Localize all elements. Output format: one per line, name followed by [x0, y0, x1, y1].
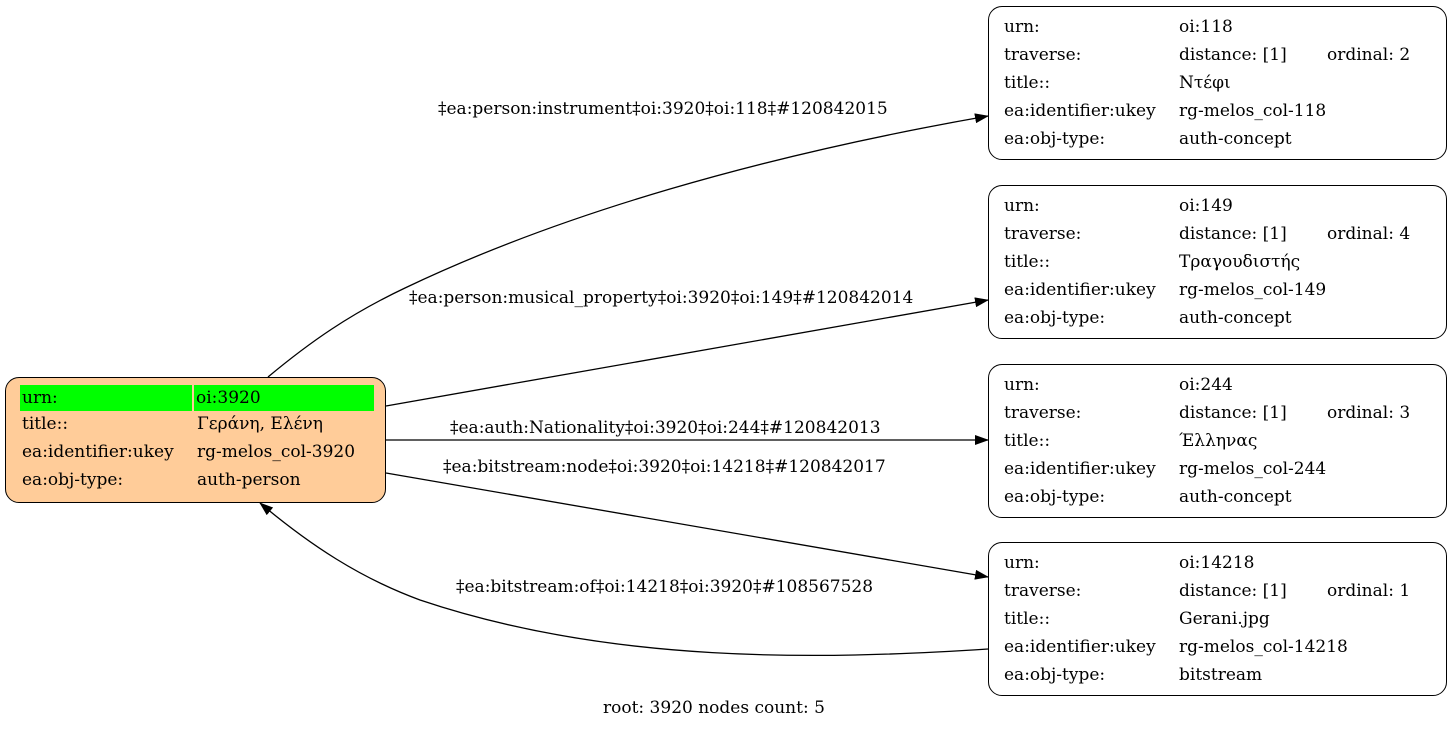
- urn-value: oi:118: [1179, 17, 1233, 37]
- traverse-key: traverse:: [1004, 45, 1082, 65]
- title-key: title::: [1004, 609, 1051, 629]
- root-ukey-value: rg-melos_col-3920: [197, 442, 356, 462]
- title-value: Έλληνας: [1179, 431, 1258, 451]
- urn-key: urn:: [1004, 375, 1040, 395]
- urn-key: urn:: [1004, 553, 1040, 573]
- traverse-distance: distance: [1]: [1179, 45, 1287, 65]
- urn-key: urn:: [1004, 17, 1040, 37]
- node-oi-14218[interactable]: urn: oi:14218 traverse: distance: [1] or…: [988, 542, 1447, 696]
- graph-footer: root: 3920 nodes count: 5: [603, 698, 825, 718]
- root-title-key: title::: [22, 414, 69, 434]
- urn-value: oi:244: [1179, 375, 1233, 395]
- edge-bitstream-of: [259, 502, 989, 657]
- root-objtype-key: ea:obj-type:: [22, 470, 124, 490]
- traverse-distance: distance: [1]: [1179, 403, 1287, 423]
- objtype-value: auth-concept: [1179, 129, 1292, 149]
- root-objtype-value: auth-person: [197, 470, 301, 490]
- root-node[interactable]: urn: oi:3920 title:: Γεράνη, Ελένη ea:id…: [5, 377, 386, 503]
- title-key: title::: [1004, 73, 1051, 93]
- urn-value: oi:149: [1179, 196, 1233, 216]
- edge-instrument: [267, 113, 989, 378]
- ukey-value: rg-melos_col-118: [1179, 101, 1327, 121]
- traverse-ordinal: ordinal: 3: [1327, 403, 1411, 423]
- root-title-value: Γεράνη, Ελένη: [197, 414, 323, 434]
- node-oi-118[interactable]: urn: oi:118 traverse: distance: [1] ordi…: [988, 6, 1447, 160]
- title-value: Ντέφι: [1179, 73, 1231, 93]
- urn-value: oi:14218: [1179, 553, 1255, 573]
- ukey-key: ea:identifier:ukey: [1004, 459, 1156, 479]
- ukey-key: ea:identifier:ukey: [1004, 280, 1156, 300]
- objtype-key: ea:obj-type:: [1004, 665, 1106, 685]
- title-key: title::: [1004, 252, 1051, 272]
- traverse-key: traverse:: [1004, 403, 1082, 423]
- title-value: Gerani.jpg: [1179, 609, 1270, 629]
- objtype-key: ea:obj-type:: [1004, 308, 1106, 328]
- objtype-key: ea:obj-type:: [1004, 487, 1106, 507]
- edge-label-bitstream-node: ‡ea:bitstream:node‡oi:3920‡oi:14218‡#120…: [443, 457, 886, 477]
- node-oi-244[interactable]: urn: oi:244 traverse: distance: [1] ordi…: [988, 364, 1447, 518]
- traverse-ordinal: ordinal: 1: [1327, 581, 1411, 601]
- root-urn-value: oi:3920: [194, 385, 374, 411]
- title-value: Τραγουδιστής: [1179, 252, 1301, 272]
- node-oi-149[interactable]: urn: oi:149 traverse: distance: [1] ordi…: [988, 185, 1447, 339]
- ukey-value: rg-melos_col-14218: [1179, 637, 1348, 657]
- traverse-distance: distance: [1]: [1179, 224, 1287, 244]
- edge-label-bitstream-of: ‡ea:bitstream:of‡oi:14218‡oi:3920‡#10856…: [456, 577, 874, 597]
- ukey-key: ea:identifier:ukey: [1004, 101, 1156, 121]
- edge-bitstream-node: [385, 472, 989, 580]
- title-key: title::: [1004, 431, 1051, 451]
- edge-label-musical-property: ‡ea:person:musical_property‡oi:3920‡oi:1…: [409, 288, 914, 308]
- traverse-ordinal: ordinal: 4: [1327, 224, 1411, 244]
- ukey-value: rg-melos_col-244: [1179, 459, 1327, 479]
- objtype-value: auth-concept: [1179, 308, 1292, 328]
- traverse-key: traverse:: [1004, 581, 1082, 601]
- edge-musical-property: [385, 297, 989, 407]
- objtype-value: bitstream: [1179, 665, 1263, 685]
- root-ukey-key: ea:identifier:ukey: [22, 442, 174, 462]
- root-urn-key: urn:: [20, 385, 192, 411]
- edge-label-instrument: ‡ea:person:instrument‡oi:3920‡oi:118‡#12…: [438, 99, 888, 119]
- ukey-value: rg-melos_col-149: [1179, 280, 1327, 300]
- objtype-value: auth-concept: [1179, 487, 1292, 507]
- ukey-key: ea:identifier:ukey: [1004, 637, 1156, 657]
- edge-label-nationality: ‡ea:auth:Nationality‡oi:3920‡oi:244‡#120…: [450, 418, 881, 438]
- urn-key: urn:: [1004, 196, 1040, 216]
- objtype-key: ea:obj-type:: [1004, 129, 1106, 149]
- traverse-distance: distance: [1]: [1179, 581, 1287, 601]
- traverse-key: traverse:: [1004, 224, 1082, 244]
- traverse-ordinal: ordinal: 2: [1327, 45, 1411, 65]
